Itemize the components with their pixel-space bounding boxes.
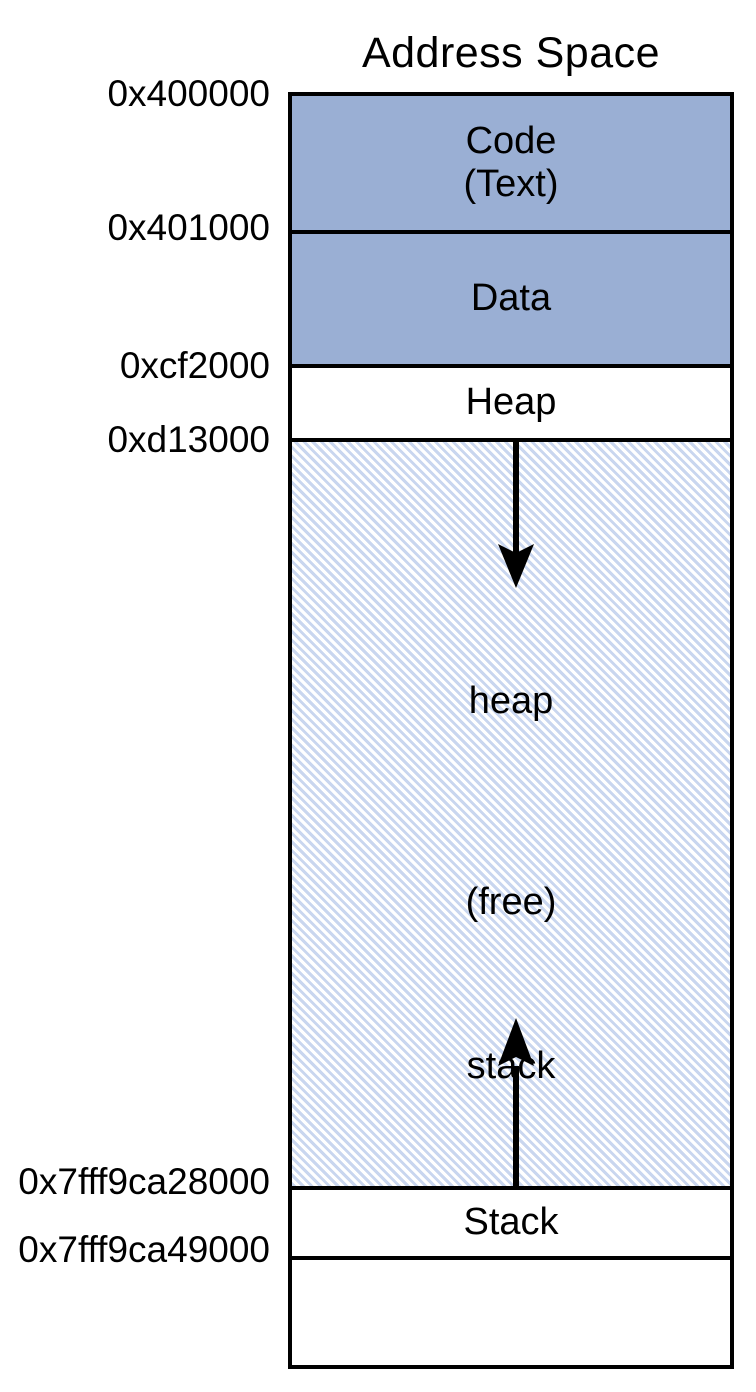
address-label-stack-end: 0x7fff9ca49000 [18, 1229, 270, 1270]
segment-code: Code (Text) [292, 96, 730, 234]
free-space-label: (free) [465, 881, 557, 923]
segment-stack: Stack [292, 1190, 730, 1260]
memory-column: Code (Text) Data Heap heap (free [288, 92, 734, 1369]
address-label-heap-start: 0xcf2000 [119, 345, 270, 386]
segment-code-label-line1: Code [465, 120, 557, 163]
segment-free: heap (free) stack [292, 440, 730, 1190]
heap-growth-label: heap [468, 680, 554, 722]
address-label-stack-start: 0x7fff9ca28000 [18, 1161, 270, 1202]
stack-growth-label: stack [466, 1045, 556, 1087]
segment-code-label: Code (Text) [464, 120, 559, 205]
segment-code-label-line2: (Text) [463, 163, 559, 205]
segment-data: Data [292, 234, 730, 368]
stack-growth-up-arrow [498, 1018, 534, 1190]
address-label-code-start: 0x400000 [107, 73, 270, 114]
page-title: Address Space [361, 29, 661, 77]
segment-heap-label: Heap [465, 381, 557, 424]
heap-growth-down-arrow [498, 440, 534, 588]
segment-heap: Heap [292, 368, 730, 442]
segment-stack-label: Stack [463, 1201, 559, 1244]
segment-tail [292, 1260, 730, 1365]
segment-data-label: Data [470, 277, 552, 320]
address-label-heap-end: 0xd13000 [107, 419, 270, 460]
address-label-data-start: 0x401000 [107, 207, 270, 248]
